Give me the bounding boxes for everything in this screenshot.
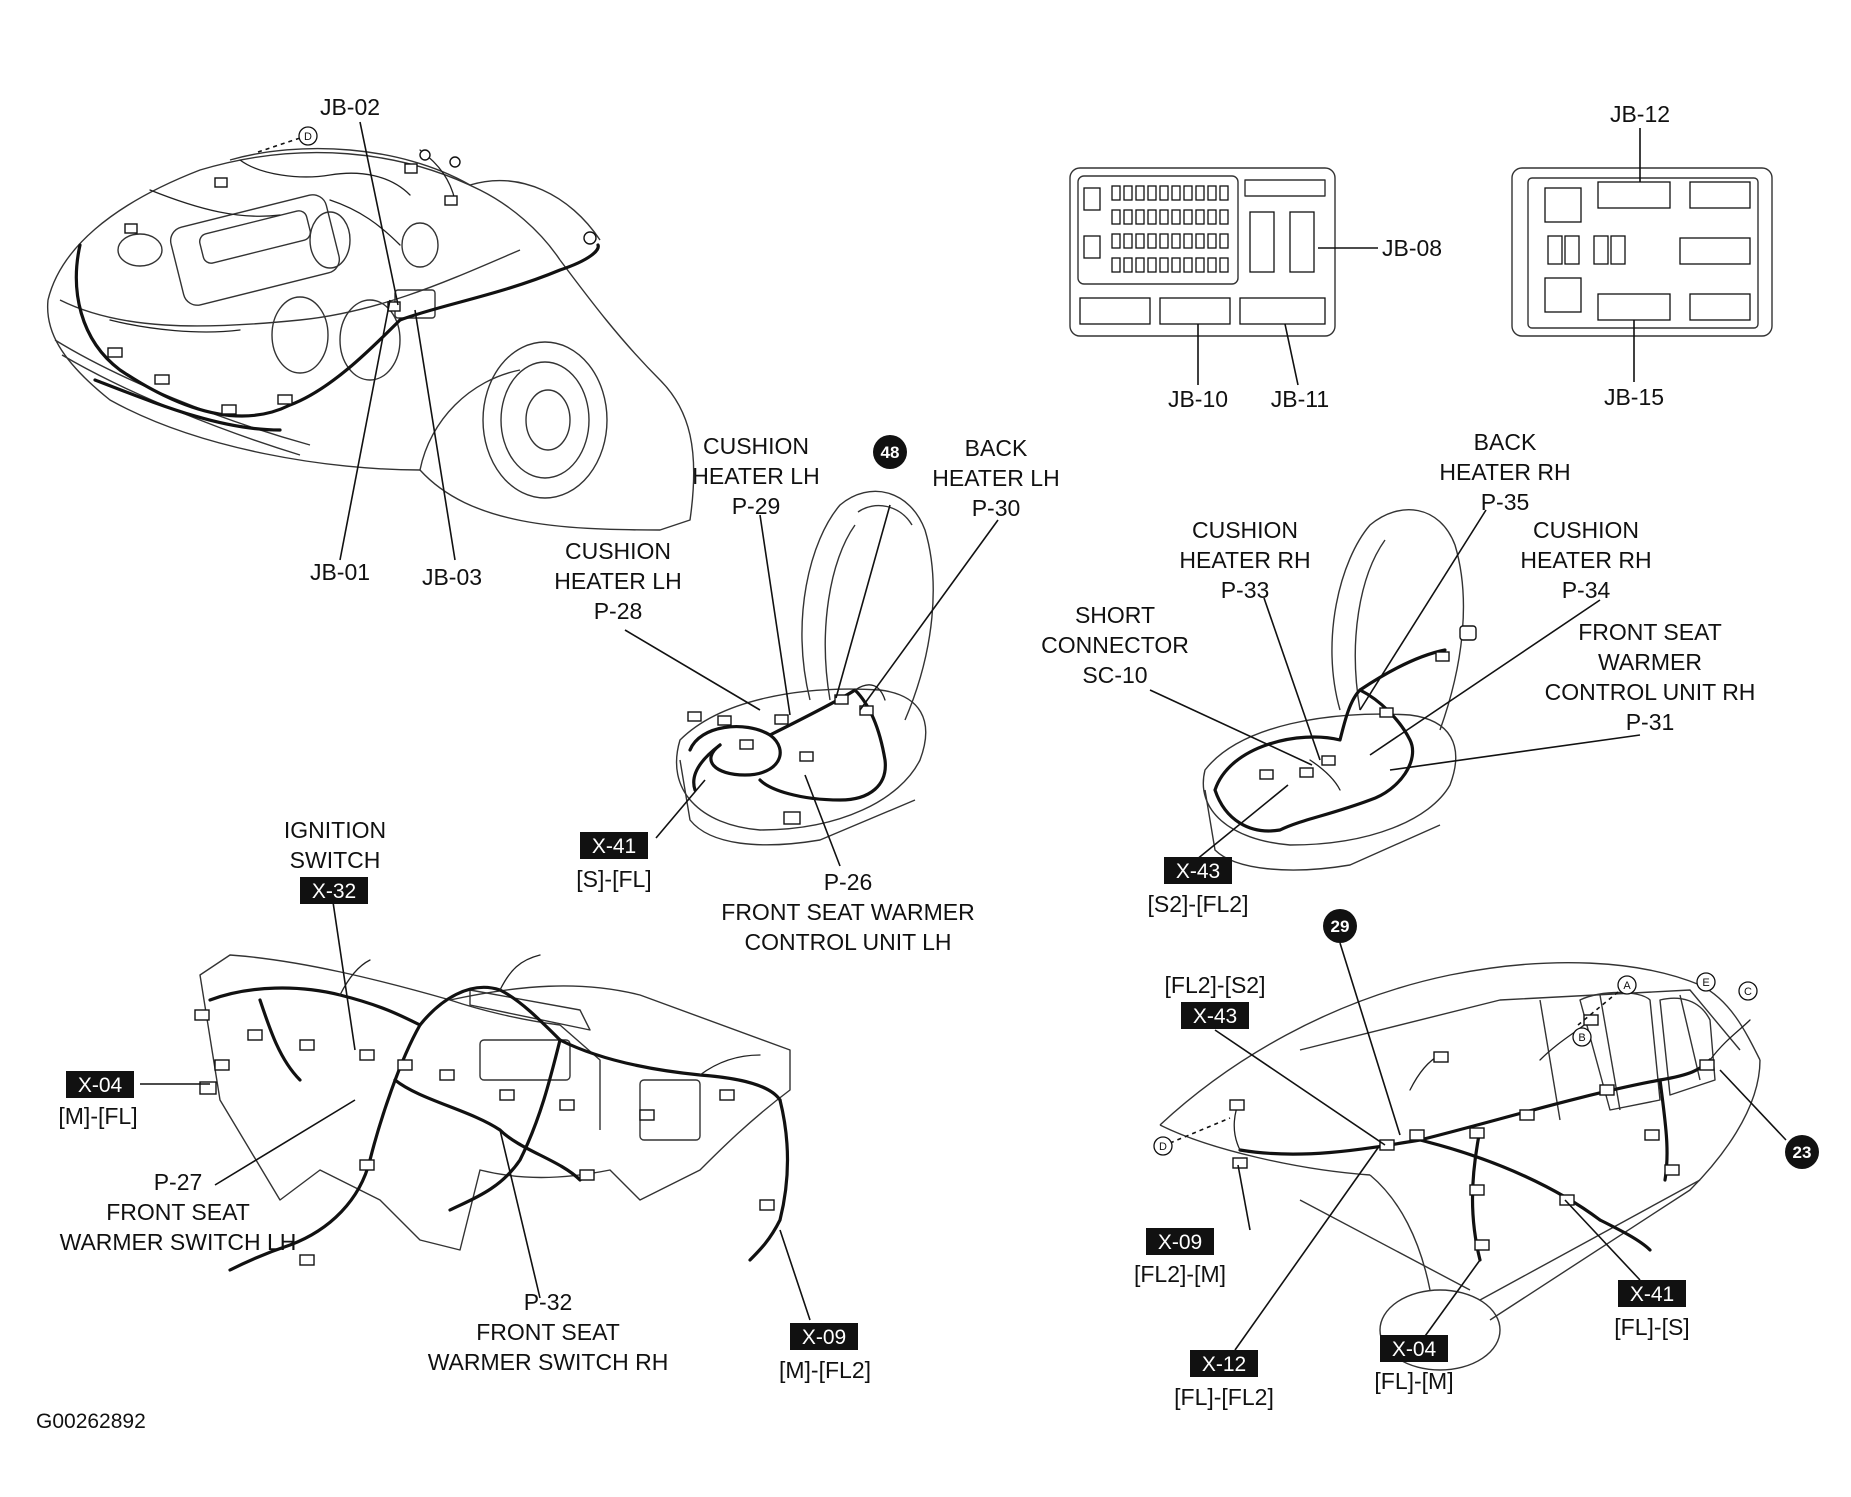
jb-10-label: JB-10 [1168,386,1228,412]
x41-seat-pins: [S]-[FL] [576,866,651,892]
marker-48: 48 [881,443,900,462]
cushion-heater-p34-line1: CUSHION [1533,517,1639,543]
p32-line2: FRONT SEAT [476,1319,620,1345]
right-front-seat-view: BACK HEATER RH P-35 CUSHION HEATER RH P-… [1041,429,1755,917]
jb-08-label: JB-08 [1382,235,1442,261]
x09-dash-box: X-09 [802,1326,846,1349]
cushion-heater-p28-line2: HEATER LH [554,568,681,594]
cushion-heater-p33-line3: P-33 [1221,577,1270,603]
cushion-heater-p33-line1: CUSHION [1192,517,1298,543]
p26-line2: FRONT SEAT WARMER [721,899,974,925]
p26-line1: P-26 [824,869,873,895]
ignition-switch-line1: IGNITION [284,817,386,843]
x09-body-pins: [FL2]-[M] [1134,1261,1226,1287]
x12-box: X-12 [1202,1353,1246,1376]
x04-dash-pins: [M]-[FL] [58,1103,137,1129]
back-heater-p35-line2: HEATER RH [1439,459,1570,485]
x43-seat-box: X-43 [1176,860,1220,883]
back-heater-p30-line2: HEATER LH [932,465,1059,491]
junction-box-2: JB-12 JB-15 [1511,101,1773,410]
p31-line2: WARMER [1598,649,1702,675]
ignition-switch-line2: SWITCH [290,847,381,873]
x04-dash-box: X-04 [78,1074,123,1097]
x12-pins: [FL]-[FL2] [1174,1384,1274,1410]
marker-23: 23 [1793,1143,1812,1162]
back-heater-p35-line1: BACK [1474,429,1537,455]
marker-29: 29 [1331,917,1350,936]
left-front-seat-view: 48 CUSHION HEATER LH P-29 BACK HEATER LH… [554,433,1059,955]
fuse-grid [1083,185,1229,273]
x32-box: X-32 [312,880,356,903]
engine-compartment-view: D JB-02 JB-01 JB-03 [46,94,695,590]
p27-line2: FRONT SEAT [106,1199,250,1225]
x41-body-pins: [FL]-[S] [1614,1314,1689,1340]
cushion-heater-p34-line2: HEATER RH [1520,547,1651,573]
jb-03-label: JB-03 [422,564,482,590]
cushion-heater-p29-line3: P-29 [732,493,781,519]
p32-line1: P-32 [524,1289,573,1315]
short-connector-sc10-line1: SHORT [1075,602,1155,628]
cushion-heater-p29-line1: CUSHION [703,433,809,459]
back-heater-p30-line3: P-30 [972,495,1021,521]
jb-12-label: JB-12 [1610,101,1670,127]
jb-01-label: JB-01 [310,559,370,585]
cushion-heater-p33-line2: HEATER RH [1179,547,1310,573]
p27-line1: P-27 [154,1169,203,1195]
x04-body-box: X-04 [1392,1338,1437,1361]
back-heater-p35-line3: P-35 [1481,489,1530,515]
figure-id: G00262892 [36,1410,146,1433]
x09-dash-pins: [M]-[FL2] [779,1357,871,1383]
cushion-heater-p28-line3: P-28 [594,598,643,624]
short-connector-sc10-line2: CONNECTOR [1041,632,1189,658]
p26-line3: CONTROL UNIT LH [744,929,951,955]
x41-body-box: X-41 [1630,1283,1674,1306]
cushion-heater-p28-line1: CUSHION [565,538,671,564]
x43-body-pins: [FL2]-[S2] [1165,972,1266,998]
body-floor-harness-view: D A B E C 29 23 [FL2]-[S2] X-43 X-09 [FL… [1134,909,1819,1410]
p31-line3: CONTROL UNIT RH [1545,679,1756,705]
x43-body-box: X-43 [1193,1005,1237,1028]
junction-box-1: JB-08 JB-10 JB-11 [1069,167,1442,412]
p32-line3: WARMER SWITCH RH [428,1349,669,1375]
body-letter-a: A [1623,980,1631,992]
jb-15-label: JB-15 [1604,384,1664,410]
back-heater-p30-line1: BACK [965,435,1028,461]
body-letter-d: D [1159,1141,1167,1153]
jb-02-label: JB-02 [320,94,380,120]
p31-line4: P-31 [1626,709,1675,735]
x41-seat-box: X-41 [592,835,636,858]
jb-11-label: JB-11 [1271,386,1329,412]
engine-letter-d: D [304,131,312,143]
x04-body-pins: [FL]-[M] [1374,1368,1453,1394]
short-connector-sc10-line3: SC-10 [1082,662,1147,688]
body-letter-c: C [1744,986,1752,998]
instrument-panel-harness-view: IGNITION SWITCH X-32 X-04 [M]-[FL] P-27 … [58,817,871,1383]
p31-line1: FRONT SEAT [1578,619,1722,645]
p27-line3: WARMER SWITCH LH [60,1229,297,1255]
body-letter-b: B [1578,1032,1585,1044]
x43-seat-pins: [S2]-[FL2] [1148,891,1249,917]
x09-body-box: X-09 [1158,1231,1202,1254]
cushion-heater-p29-line2: HEATER LH [692,463,819,489]
body-letter-e: E [1702,977,1709,989]
cushion-heater-p34-line3: P-34 [1562,577,1611,603]
